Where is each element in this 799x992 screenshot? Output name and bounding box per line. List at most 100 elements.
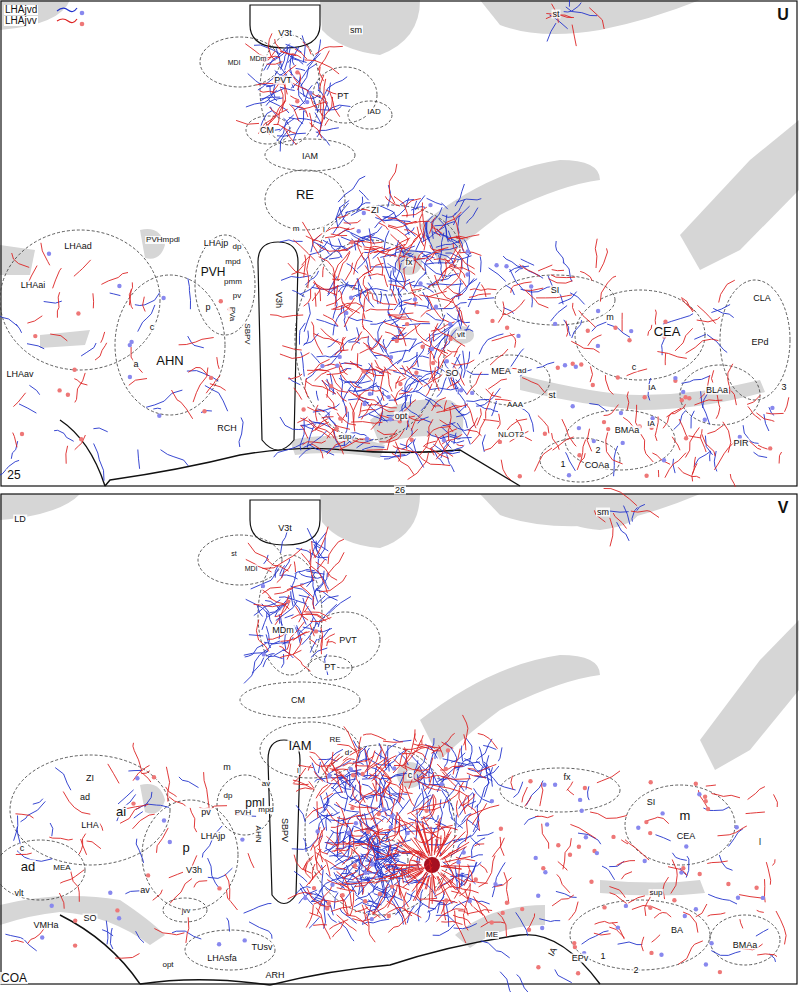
region-label: l — [758, 838, 762, 847]
region-label: RE — [295, 188, 315, 201]
region-label: V3t — [277, 524, 293, 533]
region-label: PVH — [200, 266, 227, 278]
region-label: BA — [670, 926, 684, 935]
region-label: MEA — [52, 864, 71, 872]
region-label: c — [407, 771, 414, 780]
region-label: CM — [290, 696, 306, 705]
region-label: jvv — [181, 907, 192, 914]
region-label: dp — [232, 243, 243, 251]
region-label: 25 — [6, 469, 21, 481]
region-label: TUsv — [251, 943, 274, 952]
region-label: V3h — [185, 866, 203, 875]
region-label: opt — [161, 961, 174, 969]
region-label: 2 — [594, 446, 601, 455]
region-label: pmm — [223, 278, 243, 286]
region-label: SI — [646, 798, 657, 807]
region-label: ad — [517, 367, 528, 375]
region-label: LHAai — [20, 281, 47, 290]
region-label: ARH — [264, 971, 285, 980]
region-label: SO — [444, 369, 459, 378]
region-label: fx — [562, 773, 571, 782]
region-label: MDl — [227, 59, 241, 66]
region-label: ZI — [85, 774, 95, 783]
region-label: LHAav — [5, 370, 34, 379]
region-label: 3 — [780, 383, 787, 392]
region-label: SI — [550, 286, 561, 295]
region-label: SBPV — [280, 817, 289, 843]
region-label: IAD — [366, 108, 381, 116]
region-label: EPv — [571, 954, 590, 963]
region-label: m — [292, 225, 301, 233]
region-label: IA — [647, 384, 657, 392]
region-label: BMAa — [614, 426, 641, 435]
region-label: VMHa — [32, 921, 59, 930]
region-label: BLAa — [705, 386, 729, 395]
region-label: PT — [336, 92, 350, 101]
region-label: MDl — [244, 565, 258, 572]
region-label: CEA — [676, 832, 697, 841]
region-label: CLA — [752, 294, 772, 303]
region-label: PVHmpdl — [145, 236, 181, 244]
region-label: LHAsfa — [206, 954, 238, 963]
region-label: MDm — [271, 626, 295, 635]
region-label: c — [631, 363, 638, 372]
region-label: LD — [13, 515, 27, 524]
region-label: ZI — [370, 206, 380, 215]
region-label: IA — [646, 420, 656, 428]
region-label: IA — [546, 945, 559, 959]
region-label: 1 — [559, 460, 566, 469]
region-label: NLOT2 — [497, 431, 525, 439]
region-label: LHAad — [63, 242, 93, 251]
region-label: RE — [328, 736, 341, 744]
region-label: vlt — [14, 889, 25, 898]
region-label: ad — [79, 793, 91, 802]
region-label: LHA — [80, 821, 100, 830]
region-label: st — [547, 391, 556, 400]
region-label: V — [777, 500, 790, 516]
region-label: COAa — [584, 461, 611, 470]
region-label: l — [322, 226, 326, 234]
region-label: PVa — [228, 306, 236, 323]
region-label: p — [204, 303, 211, 312]
region-label: 2 — [632, 966, 639, 975]
region-label: st — [230, 550, 237, 557]
region-label: p — [181, 841, 190, 854]
region-label: ai — [115, 805, 127, 818]
region-label: U — [776, 7, 790, 23]
region-label: c — [19, 844, 26, 853]
region-label: opt — [394, 412, 409, 421]
region-label: sm — [596, 508, 610, 517]
region-label: PT — [323, 663, 337, 672]
region-label: PVH — [234, 809, 252, 817]
region-label: RCH — [216, 424, 238, 433]
region-label: sm — [349, 26, 363, 35]
region-label: a — [132, 360, 139, 369]
region-label: sup — [338, 433, 353, 441]
region-label: m — [605, 313, 615, 322]
region-label: AHN — [254, 825, 262, 844]
region-label: l — [296, 767, 300, 775]
region-label: LHAjp — [200, 832, 227, 841]
region-label: V3h — [274, 291, 283, 309]
region-label: m — [222, 763, 232, 772]
region-label: fx — [404, 258, 413, 267]
region-label: PVT — [273, 76, 293, 85]
region-label: COA — [0, 972, 28, 984]
region-label: CM — [259, 126, 275, 135]
region-label: V3t — [277, 29, 293, 38]
region-label: sup — [649, 889, 664, 897]
region-label: mpd — [224, 258, 242, 266]
region-label: MDm — [249, 55, 268, 62]
region-label: 1 — [599, 952, 606, 961]
legend-text: LHAjvd — [4, 5, 38, 15]
region-label: st — [551, 10, 560, 19]
region-label: BMAa — [732, 941, 759, 950]
region-label: pv — [232, 292, 242, 300]
region-label: SO — [82, 914, 97, 923]
region-label: LHAjp — [203, 239, 230, 248]
region-label: vlt — [456, 331, 466, 339]
region-label: MEA — [490, 367, 512, 376]
region-label: AHN — [155, 354, 184, 367]
region-label: ad — [20, 860, 36, 873]
